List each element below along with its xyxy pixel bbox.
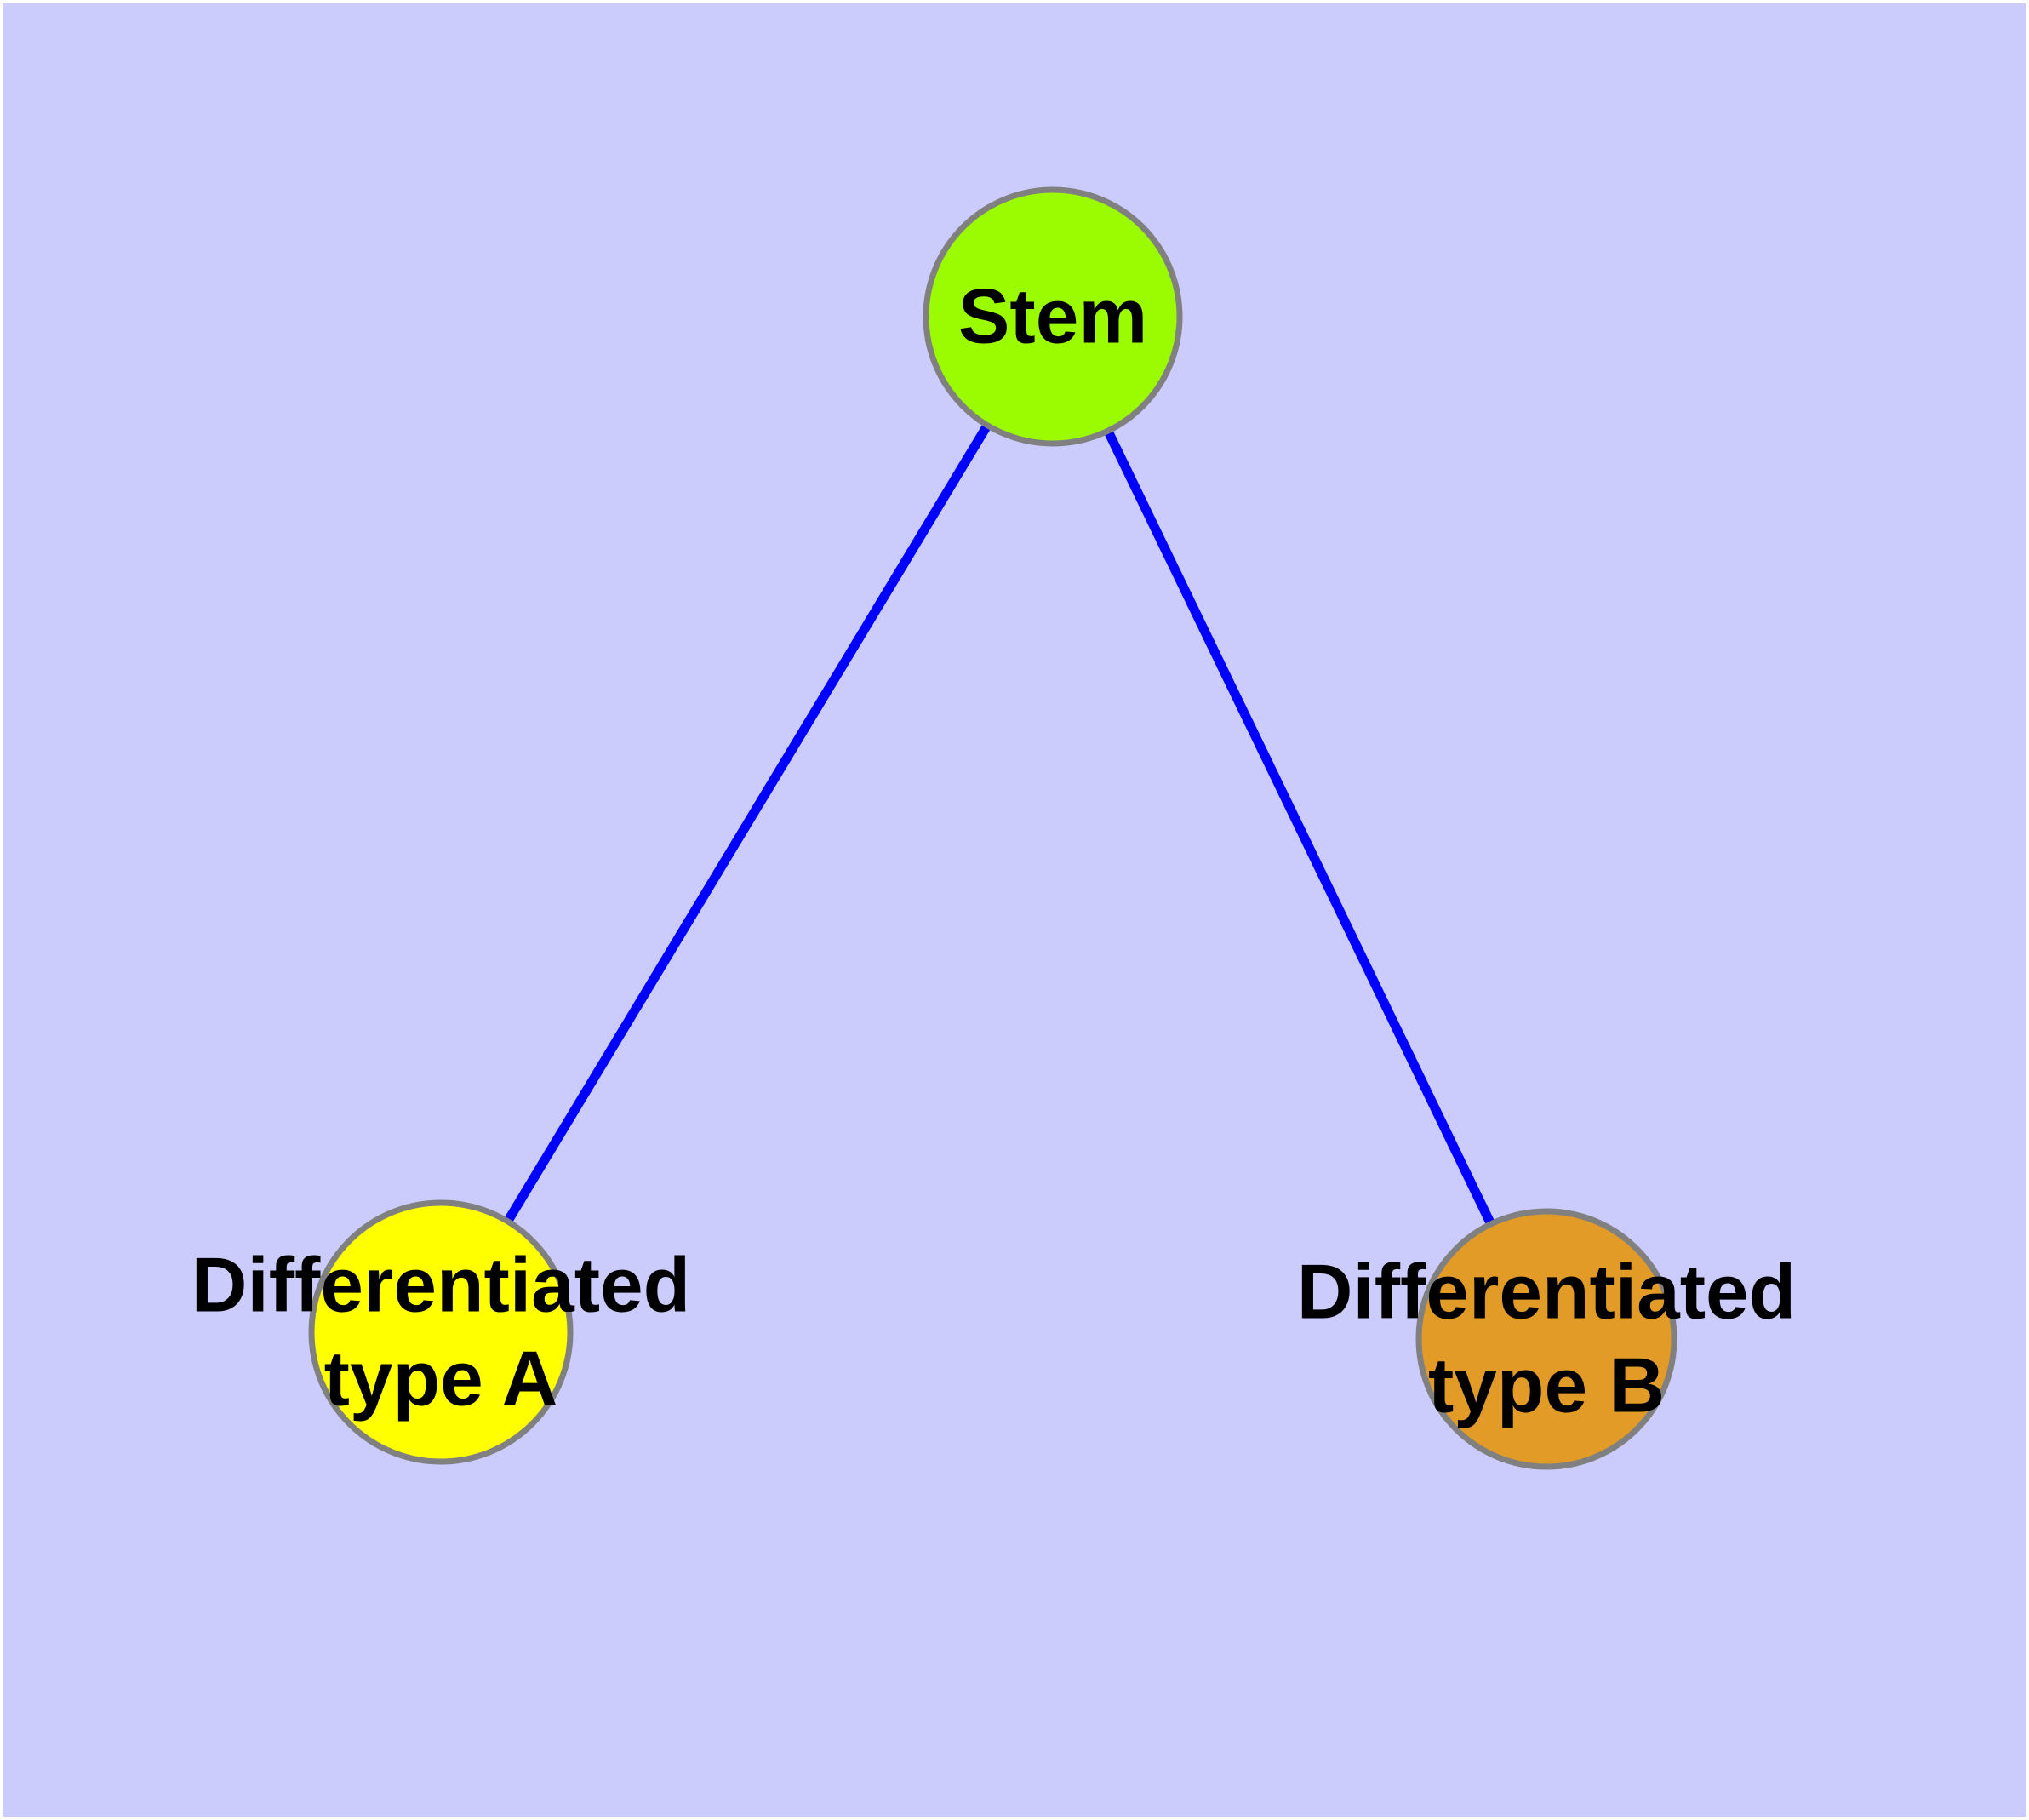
edge-stem-to-type-a (437, 314, 1057, 1335)
node-differentiated-type-a (308, 1199, 574, 1465)
node-differentiated-type-b (1415, 1208, 1677, 1470)
type-a-node-label-line2: type A (324, 1336, 558, 1422)
edge-stem-to-type-b (1049, 314, 1551, 1342)
stem-node-label: Stem (958, 274, 1148, 360)
type-b-node-label-line2: type B (1428, 1343, 1665, 1429)
node-stem (923, 186, 1183, 447)
type-a-node-label-line1: Differentiated (191, 1243, 691, 1329)
type-b-node-label-line1: Differentiated (1297, 1250, 1797, 1336)
